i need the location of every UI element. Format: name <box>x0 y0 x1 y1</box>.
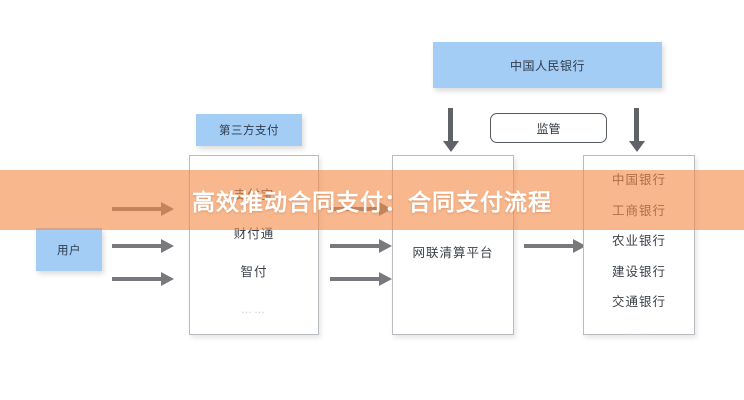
supervision-label: 监管 <box>536 121 561 136</box>
list-item: 建设银行 <box>611 264 666 279</box>
list-item: 网联清算平台 <box>412 246 494 260</box>
user-box: 用户 <box>36 228 102 271</box>
user-label: 用户 <box>57 244 81 257</box>
list-item: 智付 <box>240 265 268 279</box>
list-item: 财付通 <box>233 226 275 241</box>
arrow-clearing-to-banks <box>524 239 586 253</box>
arrow-user-to-payment-2 <box>112 239 174 253</box>
third-party-payment-label: 第三方支付 <box>219 125 279 137</box>
arrow-payment-to-clearing-2 <box>330 239 392 253</box>
arrow-payment-to-clearing-3 <box>330 272 392 286</box>
central-bank-label: 中国人民银行 <box>509 58 585 73</box>
supervision-box: 监管 <box>490 113 607 143</box>
page-title: 高效推动合同支付：合同支付流程 <box>192 189 552 215</box>
supervision-arrow-left <box>443 108 459 152</box>
list-item: 农业银行 <box>611 234 666 248</box>
third-party-payment-tag: 第三方支付 <box>196 114 302 146</box>
list-item-ellipsis: …… <box>241 303 267 316</box>
list-item-ellipsis: …… <box>626 325 652 338</box>
supervision-arrow-right <box>629 108 645 152</box>
title-overlay-banner: 高效推动合同支付：合同支付流程 <box>0 170 744 230</box>
central-bank-box: 中国人民银行 <box>433 42 662 88</box>
list-item: 交通银行 <box>611 295 666 309</box>
clearing-platform-list: 网联清算平台 <box>393 247 513 260</box>
arrow-user-to-payment-3 <box>112 272 174 286</box>
